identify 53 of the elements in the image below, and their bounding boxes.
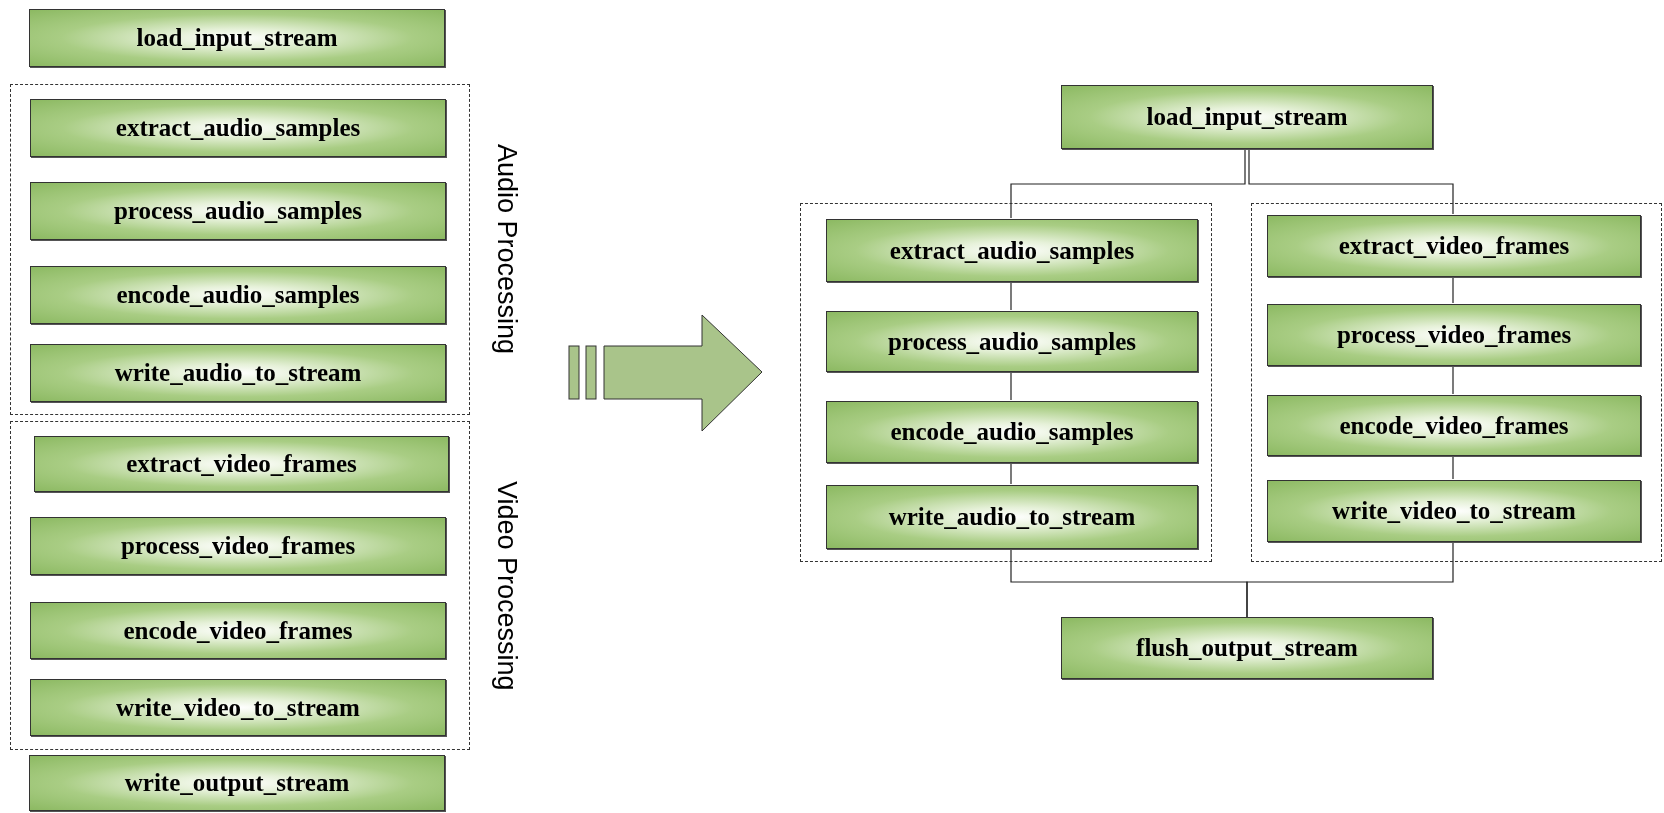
- connector-line: [1452, 454, 1454, 480]
- process-box: [30, 99, 446, 157]
- process-box: [30, 266, 446, 324]
- dashed-group-frame: [1251, 203, 1662, 562]
- process-box: [30, 602, 446, 659]
- box-label: encode_audio_samples: [116, 280, 360, 311]
- process-box: [1061, 85, 1433, 149]
- box-label: process_video_frames: [1336, 320, 1572, 351]
- process-box: [826, 401, 1198, 463]
- box-label: encode_audio_samples: [890, 417, 1134, 448]
- box-label: load_input_stream: [136, 23, 338, 54]
- box-label: process_video_frames: [120, 531, 356, 562]
- box-label: process_audio_samples: [113, 196, 363, 227]
- box-label: flush_output_stream: [1136, 633, 1358, 664]
- connector-line: [1010, 148, 1246, 219]
- process-box: [30, 182, 446, 240]
- process-box: [826, 485, 1198, 549]
- box-label: write_audio_to_stream: [114, 358, 362, 389]
- box-label: encode_video_frames: [123, 615, 353, 646]
- dashed-group-frame: [800, 203, 1212, 562]
- box-label: extract_audio_samples: [115, 113, 361, 144]
- process-box: [30, 679, 446, 736]
- process-box: [1061, 617, 1433, 679]
- process-box: [1267, 304, 1641, 366]
- box-label: process_audio_samples: [887, 326, 1137, 357]
- connector-line: [1452, 364, 1454, 395]
- connector-line: [1452, 275, 1454, 304]
- process-box: [1267, 215, 1641, 277]
- box-label: load_input_stream: [1146, 102, 1348, 133]
- process-box: [30, 344, 446, 402]
- process-box: [29, 755, 445, 811]
- group-heading: Audio Processing: [493, 144, 520, 355]
- process-box: [34, 436, 449, 492]
- connector-line: [1010, 370, 1012, 401]
- process-box: [826, 219, 1198, 282]
- box-label: write_video_to_stream: [1332, 496, 1576, 527]
- box-label: write_video_to_stream: [116, 692, 360, 723]
- box-label: extract_video_frames: [126, 449, 357, 480]
- process-box: [29, 9, 445, 67]
- connector-line: [1010, 461, 1012, 485]
- connector-line: [1248, 148, 1454, 215]
- box-label: extract_audio_samples: [889, 235, 1135, 266]
- process-box: [30, 517, 446, 575]
- box-label: extract_video_frames: [1338, 231, 1570, 262]
- connector-line: [1246, 540, 1454, 618]
- process-box: [1267, 480, 1641, 542]
- process-box: [1267, 395, 1641, 456]
- box-label: encode_video_frames: [1339, 410, 1569, 441]
- process-box: [826, 311, 1198, 372]
- group-heading: Video Processing: [493, 480, 520, 691]
- box-label: write_output_stream: [124, 768, 350, 799]
- connector-line: [1010, 280, 1012, 311]
- box-label: write_audio_to_stream: [888, 502, 1136, 533]
